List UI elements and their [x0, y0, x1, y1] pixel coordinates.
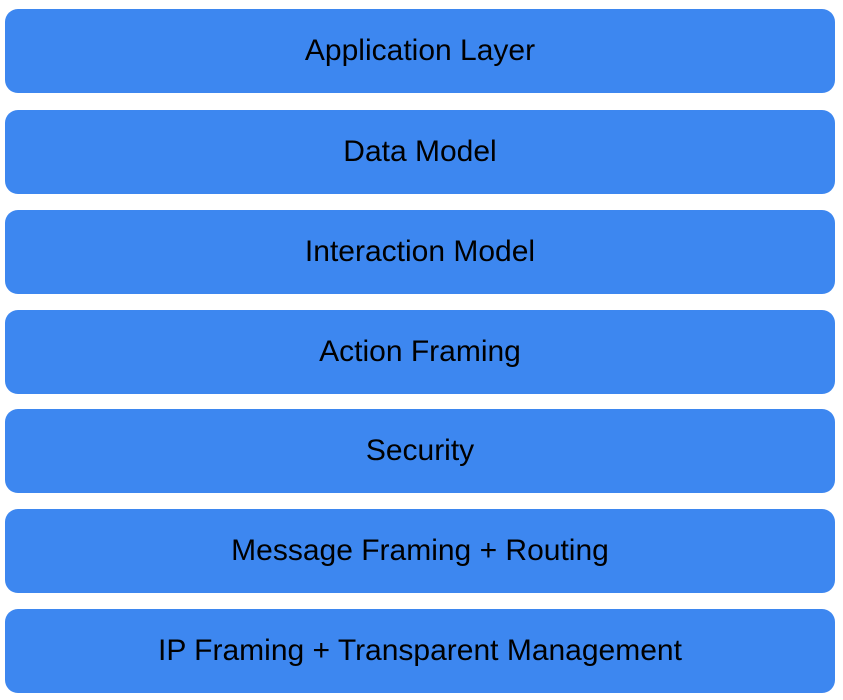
layer-label: Data Model: [343, 135, 497, 168]
layer-application: Application Layer: [5, 9, 835, 93]
layer-label: Application Layer: [304, 34, 536, 67]
layer-message-framing-routing: Message Framing + Routing: [5, 509, 835, 593]
layer-ip-framing-transparent-management: IP Framing + Transparent Management: [5, 609, 835, 693]
layer-interaction-model: Interaction Model: [5, 210, 835, 294]
layer-label: Security: [365, 434, 475, 467]
layer-label: Interaction Model: [304, 235, 536, 268]
layer-action-framing: Action Framing: [5, 310, 835, 394]
layer-label: IP Framing + Transparent Management: [158, 634, 682, 667]
layer-data-model: Data Model: [5, 110, 835, 194]
layer-label: Message Framing + Routing: [231, 534, 609, 567]
layer-label: Action Framing: [319, 335, 521, 368]
layer-security: Security: [5, 409, 835, 493]
